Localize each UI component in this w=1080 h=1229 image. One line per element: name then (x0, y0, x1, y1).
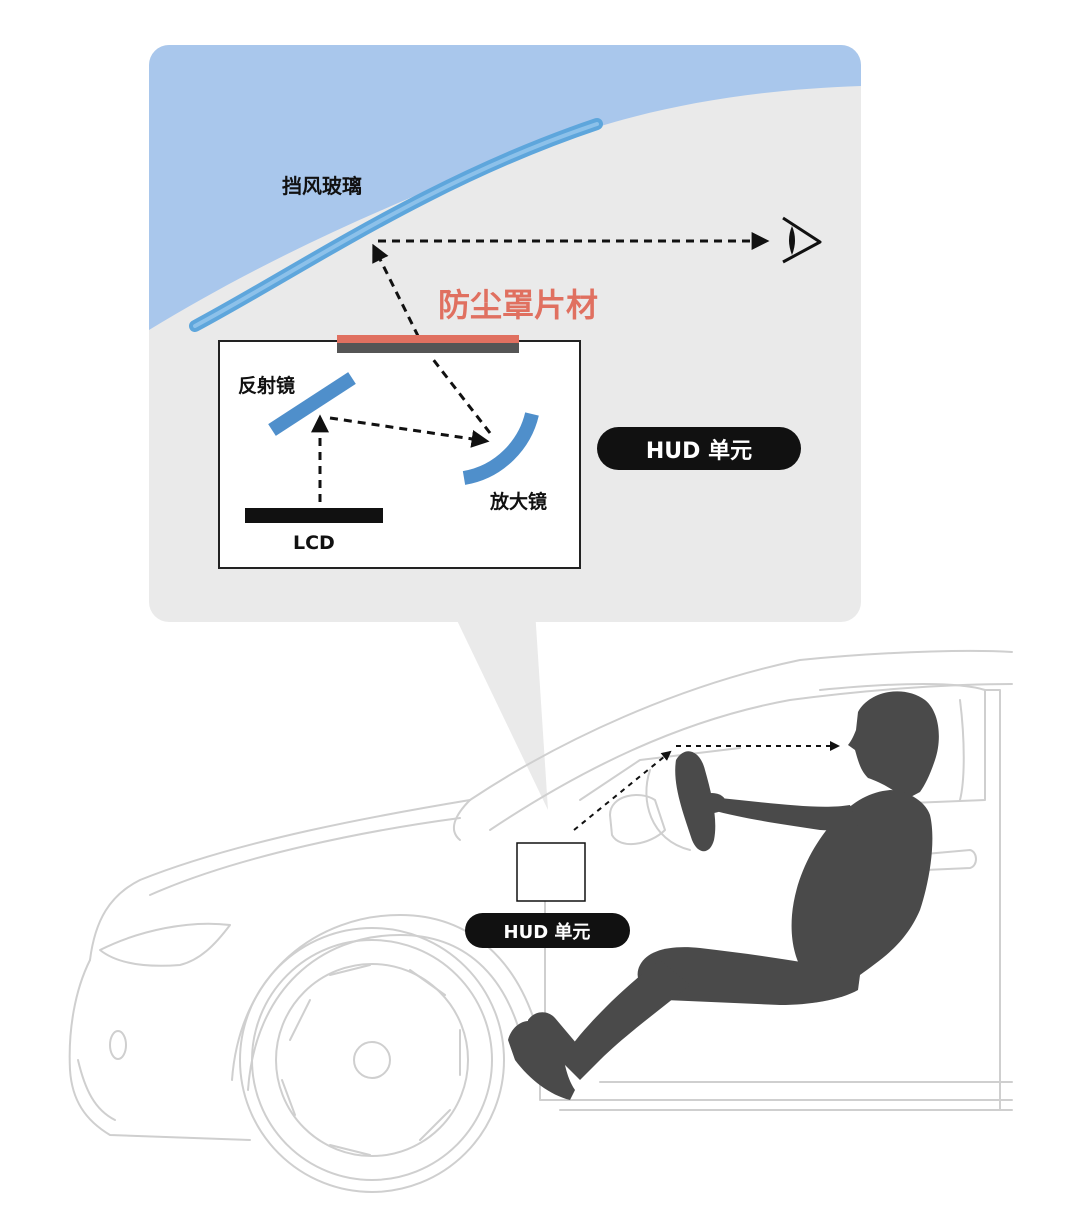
driver-silhouette (508, 691, 939, 1100)
magnifier-label: 放大镜 (489, 490, 547, 513)
hud-unit-box: 反射镜 放大镜 LCD (218, 335, 581, 569)
car-arrow-to-windshield (573, 750, 672, 831)
dust-cover-sheet (337, 335, 519, 343)
lcd-panel (245, 508, 383, 523)
reflector-mirror (268, 372, 356, 436)
lcd-label: LCD (293, 532, 335, 554)
hud-unit-car-badge: HUD 单元 (465, 913, 630, 948)
dust-cover-label: 防尘罩片材 (438, 286, 598, 324)
hud-unit-callout-label: HUD 单元 (646, 439, 752, 464)
magnifier-mirror (462, 412, 539, 485)
windshield-highlight (193, 122, 599, 328)
eye-icon (782, 216, 822, 264)
windshield-label: 挡风玻璃 (282, 174, 362, 198)
sky-area (149, 45, 861, 330)
arrow-reflector-to-magnifier (329, 416, 490, 448)
callout-pointer (452, 610, 548, 810)
arrow-magnifier-to-cover (430, 357, 492, 434)
car-hud-unit-box (516, 842, 586, 902)
steering-wheel (675, 751, 716, 852)
hud-unit-callout-badge: HUD 单元 (597, 427, 801, 470)
dust-cover-base (337, 343, 519, 353)
hud-unit-car-label: HUD 单元 (504, 921, 591, 943)
car-outline (68, 649, 1013, 1193)
reflector-label: 反射镜 (238, 374, 295, 397)
